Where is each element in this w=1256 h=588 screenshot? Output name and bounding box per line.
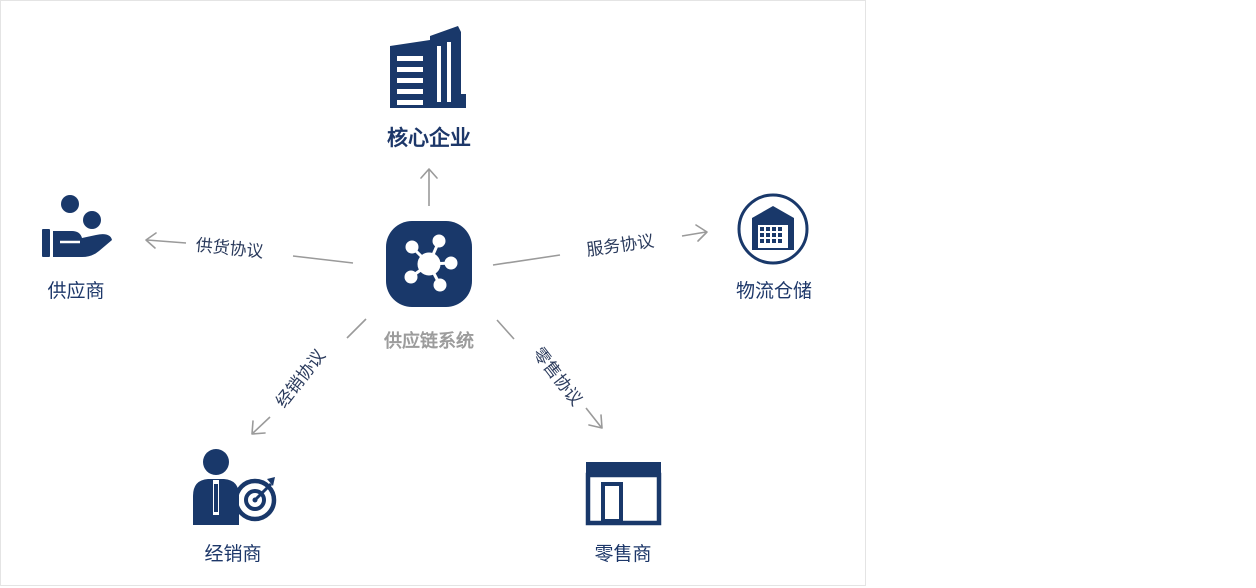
edge-service-label: 服务协议 [585,231,655,260]
node-retailer: 零售商 [585,462,662,565]
node-core: 核心企业 [387,26,471,150]
retailer-label: 零售商 [594,543,651,565]
node-supplier: 供应商 [42,195,112,302]
supply-chain-diagram: 供应链系统 供货协议 服务协议 经销协议 零售协议 [42,26,812,565]
edge-service: 服务协议 [492,224,708,266]
network-hub-glyph [404,234,458,292]
arrow-down-left-icon [251,420,266,435]
arrow-down-right-icon [588,414,603,429]
arrow-left-icon [145,232,157,249]
warehouse-icon [737,193,809,265]
hand-giving-icon [42,195,112,257]
edge-retail-label: 零售协议 [528,344,586,410]
edge-core [420,168,438,206]
core-label: 核心企业 [387,126,471,150]
center-hub: 供应链系统 [383,221,474,352]
building-windows [397,42,451,105]
arrow-right-icon [695,224,708,242]
edge-supply-label: 供货协议 [195,236,265,263]
edge-retail: 零售协议 [496,319,603,429]
businessman-target-icon [193,449,277,525]
center-label: 供应链系统 [383,330,474,352]
node-logistics: 物流仓储 [736,193,812,302]
arrow-up-icon [420,168,438,179]
edge-supply: 供货协议 [145,232,354,264]
edge-distribution-label: 经销协议 [272,346,330,412]
distributor-label: 经销商 [204,543,261,565]
edge-distribution: 经销协议 [251,318,367,435]
supplier-label: 供应商 [47,280,104,302]
storefront-icon [585,462,662,526]
node-distributor: 经销商 [193,449,277,565]
logistics-label: 物流仓储 [736,280,812,302]
